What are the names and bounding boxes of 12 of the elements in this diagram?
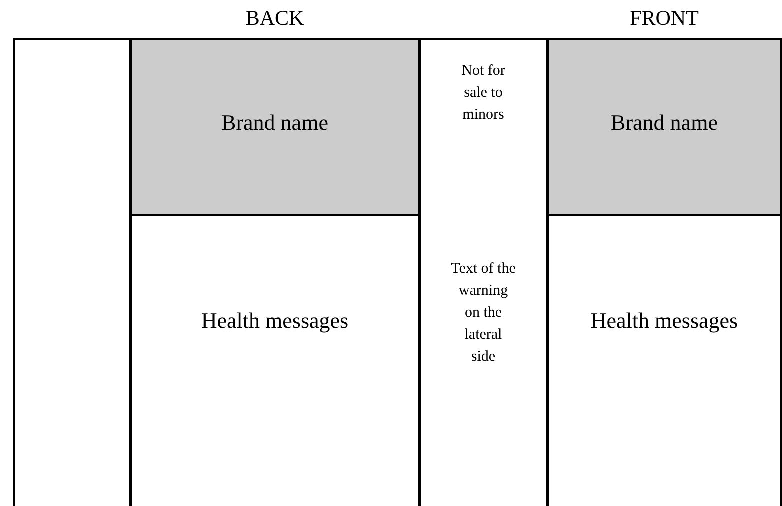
lateral-warning-text: Text of the warning on the lateral side: [451, 260, 516, 367]
health-message-text: Health messages: [590, 308, 740, 334]
panel-heading: BACK: [244, 6, 306, 31]
shaded-panel-area: [547, 38, 782, 216]
message-panel-area: [130, 214, 420, 506]
panel-heading: FRONT: [629, 6, 700, 31]
sale-notice: Not for sale to minors: [460, 62, 506, 125]
panel-label: Brand name: [610, 110, 719, 136]
message-panel-area: [547, 214, 782, 506]
panel-label: Brand name: [220, 110, 330, 136]
health-message-text: Health messages: [200, 308, 350, 334]
shaded-panel-area: [130, 38, 420, 216]
